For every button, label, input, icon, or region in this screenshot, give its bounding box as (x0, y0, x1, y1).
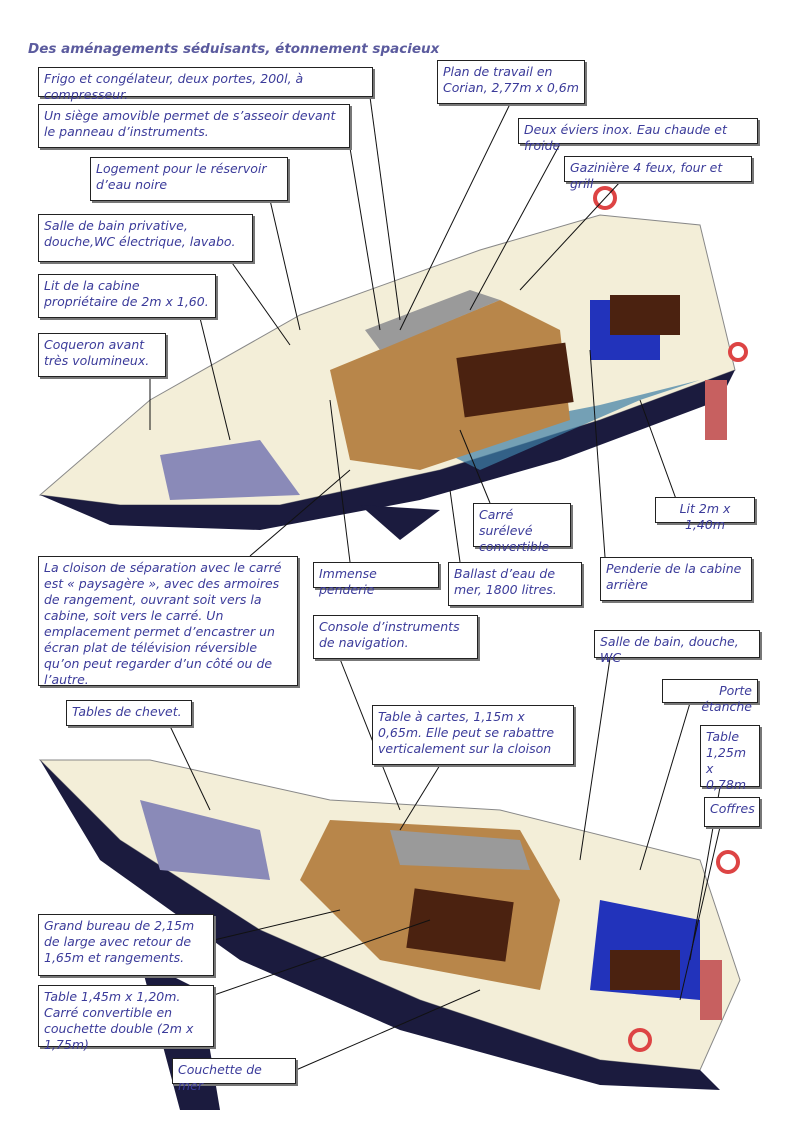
label-bureau: Grand bureau de 2,15m de large avec reto… (38, 914, 214, 976)
label-gaziniere: Gazinière 4 feux, four et grill (564, 156, 752, 191)
label-logement: Logement pour le réservoir d’eau noire (90, 157, 288, 201)
label-sdb-privative: Salle de bain privative, douche,WC élect… (38, 214, 253, 262)
lower-boat (38, 759, 741, 1110)
label-plan-travail: Plan de travail en Corian, 2,77m x 0,6m (437, 60, 585, 104)
label-ballast: Ballast d’eau de mer, 1800 litres. (448, 562, 582, 606)
label-coqueron: Coqueron avant très volumineux. (38, 333, 166, 377)
label-carre: Carré surélevé convertible (473, 503, 571, 554)
label-table-125: Table 1,25m x 0,78m (700, 725, 760, 792)
upper-boat (38, 186, 748, 540)
label-console: Console d’instruments de navigation. (313, 615, 478, 659)
label-siege: Un siège amovible permet de s’asseoir de… (38, 104, 350, 148)
label-table-cartes: Table à cartes, 1,15m x 0,65m. Elle peut… (372, 705, 574, 765)
label-lit-proprietaire: Lit de la cabine propriétaire de 2m x 1,… (38, 274, 216, 318)
label-cloison: La cloison de séparation avec le carré e… (38, 556, 298, 687)
label-lit-2m: Lit 2m x 1,40m (655, 497, 755, 532)
label-porte: Porte étanche (662, 679, 758, 714)
label-eviers: Deux éviers inox. Eau chaude et froide (518, 118, 758, 153)
label-chevet: Tables de chevet. (66, 700, 192, 726)
label-coffres: Coffres (704, 797, 760, 827)
leader-lines (149, 96, 721, 1071)
label-penderie: Immense penderie (313, 562, 439, 597)
label-sdb: Salle de bain, douche, WC (594, 630, 760, 665)
label-couchette: Couchette de mer (172, 1058, 296, 1093)
label-table-145: Table 1,45m x 1,20m. Carré convertible e… (38, 985, 214, 1052)
page-title: Des aménagements séduisants, étonnement … (28, 41, 440, 57)
label-penderie-arriere: Penderie de la cabine arrière (600, 557, 752, 601)
label-frigo: Frigo et congélateur, deux portes, 200l,… (38, 67, 373, 102)
